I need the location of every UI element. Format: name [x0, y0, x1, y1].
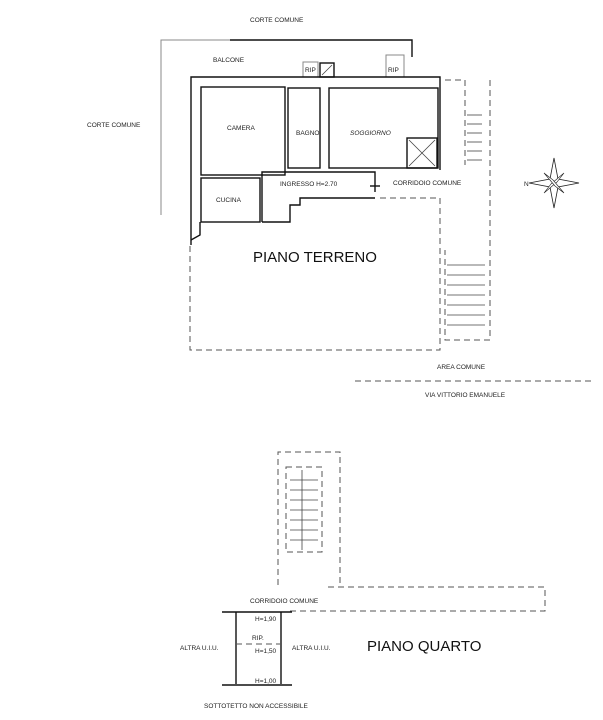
- altra-uiu-right-label: ALTRA U.I.U.: [292, 645, 331, 652]
- corridoio-comune-label: CORRIDOIO COMUNE: [393, 180, 462, 187]
- compass-north-label: N: [524, 181, 529, 188]
- compass-rose-icon: [528, 157, 580, 209]
- room-cucina-label: CUCINA: [216, 197, 242, 204]
- stairs-upper: [467, 114, 482, 161]
- corridoio-comune-quarto-label: CORRIDOIO COMUNE: [250, 598, 319, 605]
- stairs-lower: [447, 264, 485, 326]
- piano-quarto-title: PIANO QUARTO: [367, 638, 481, 655]
- height-150-label: H=1,50: [255, 648, 277, 655]
- height-100-label: H=1,00: [255, 678, 277, 685]
- height-190-label: H=1,90: [255, 616, 277, 623]
- corte-comune-left-label: CORTE COMUNE: [87, 122, 141, 129]
- ground-floor-plan: [160, 39, 592, 382]
- sottotetto-label: SOTTOTETTO NON ACCESSIBILE: [204, 703, 308, 710]
- balcone-label: BALCONE: [213, 57, 245, 64]
- fourth-floor-plan: [222, 451, 546, 686]
- rip-label-1: RIP: [305, 67, 316, 74]
- corte-comune-top-label: CORTE COMUNE: [250, 17, 304, 24]
- room-bagno-label: BAGNO: [296, 130, 319, 137]
- piano-terreno-title: PIANO TERRENO: [253, 249, 377, 266]
- rip-quarto-label: RIP.: [252, 635, 264, 642]
- room-ingresso-label: INGRESSO H=2.70: [280, 181, 338, 188]
- area-comune-label: AREA COMUNE: [437, 364, 486, 371]
- rip-label-2: RIP: [388, 67, 399, 74]
- room-camera-label: CAMERA: [227, 125, 255, 132]
- via-label: VIA VITTORIO EMANUELE: [425, 392, 506, 399]
- altra-uiu-left-label: ALTRA U.I.U.: [180, 645, 219, 652]
- room-soggiorno-label: SOGGIORNO: [350, 130, 391, 137]
